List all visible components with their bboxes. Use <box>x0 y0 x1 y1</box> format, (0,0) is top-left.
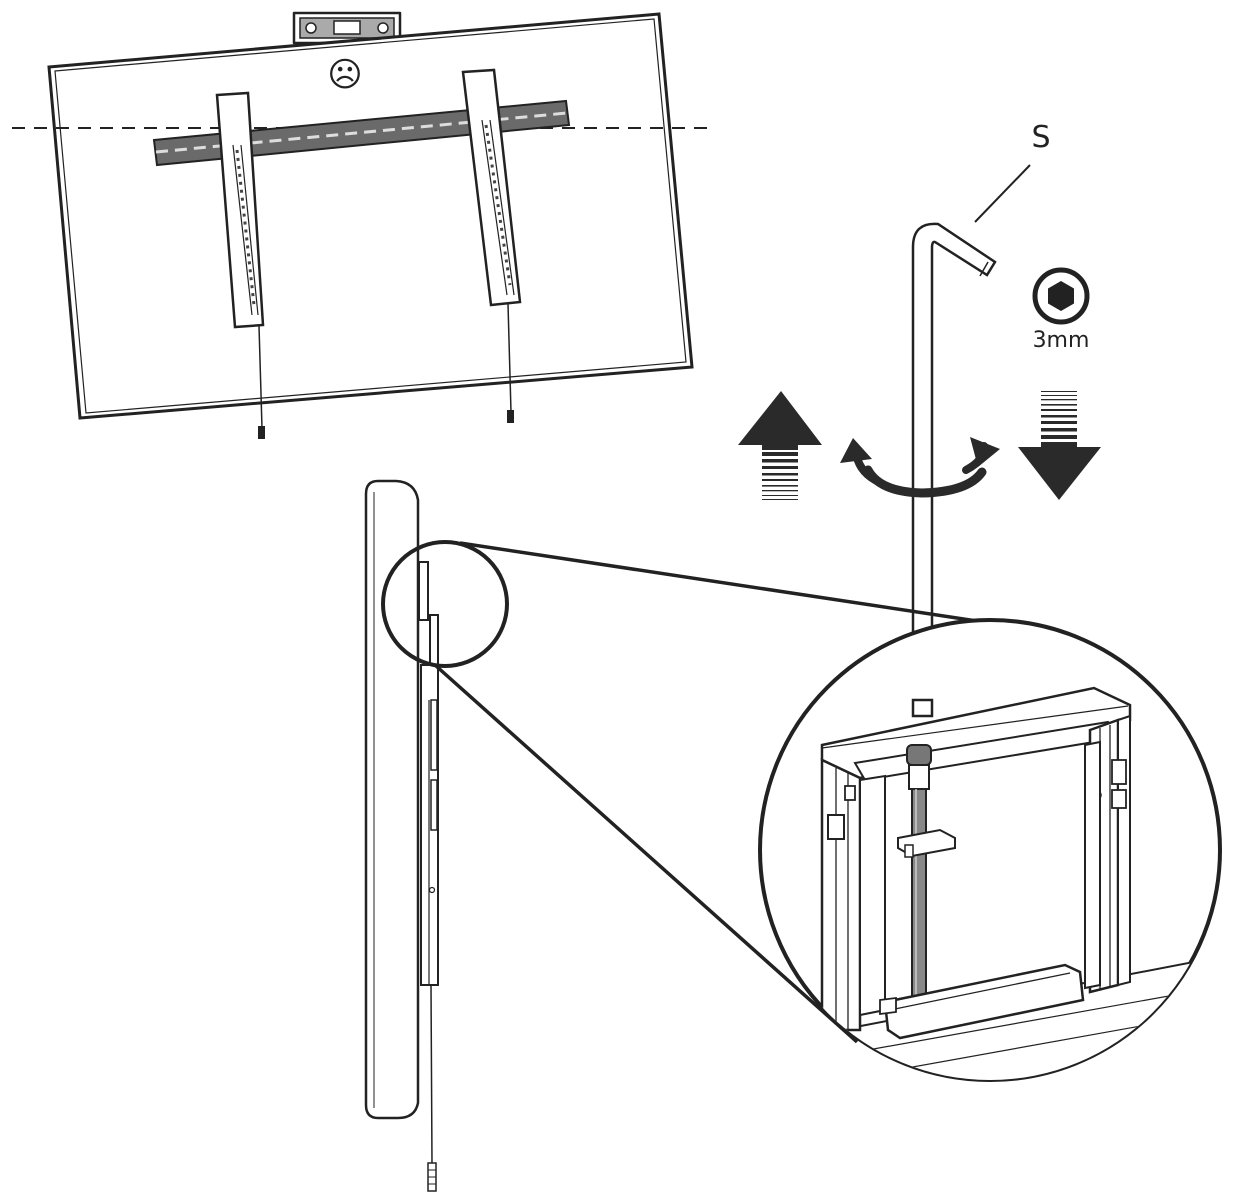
sad-face-icon: ☹ <box>327 55 362 95</box>
hex-key-tip <box>911 698 934 718</box>
tool-letter-label: S <box>1031 120 1050 155</box>
tv-side-view <box>364 479 439 1192</box>
rotate-icon <box>840 437 1000 498</box>
zoom-connector-top <box>459 541 1011 628</box>
arrow-down-icon <box>1018 391 1101 500</box>
bracket-right <box>461 68 522 423</box>
hex-socket-icon <box>1032 267 1090 325</box>
arrow-up-icon <box>738 391 822 500</box>
zoom-source-circle <box>381 540 509 668</box>
tv-front-view: ☹ <box>12 11 712 439</box>
zoom-callout <box>381 540 1011 1044</box>
hex-size-label: 3mm <box>1033 328 1090 353</box>
bracket-left <box>215 91 265 439</box>
tool-leader-line <box>974 164 1031 223</box>
tv-screen-outline <box>47 12 694 420</box>
zoom-connector-bottom <box>433 663 859 1044</box>
tool-label-group: S <box>974 120 1051 223</box>
